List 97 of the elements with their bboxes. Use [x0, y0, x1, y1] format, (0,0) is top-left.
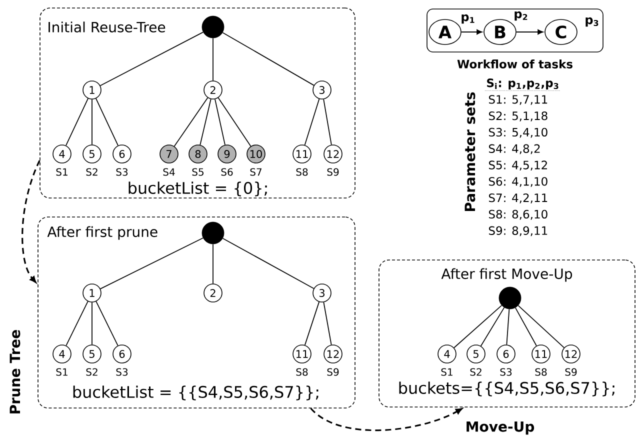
set-label: S1: [56, 368, 68, 376]
tree-node: 11: [532, 344, 550, 364]
parameter-label: p$_{1}$: [462, 14, 474, 24]
tree-node: 4: [52, 144, 72, 164]
dashed-arrow: [22, 160, 40, 283]
tree-node: 12: [324, 144, 342, 164]
edge-label: Prune Tree: [10, 330, 20, 414]
table-row: S4: 4,8,2: [488, 144, 540, 154]
set-label: S6: [221, 168, 233, 176]
set-label: S2: [86, 368, 98, 376]
tree-node: 6: [496, 344, 516, 364]
tree-node: 1: [82, 80, 102, 100]
edge-label: Move-Up: [466, 421, 534, 435]
tree-node: 7: [160, 144, 178, 164]
tree-node: 12: [562, 344, 580, 364]
bucket-list-text: bucketList = {0};: [128, 182, 267, 196]
tree-edge: [323, 98, 332, 146]
arrow: [460, 29, 482, 35]
tree-node: 2: [204, 284, 222, 302]
tree-node: 5: [82, 144, 102, 164]
tree-edge: [323, 302, 332, 346]
tree-edge: [222, 238, 314, 289]
set-label: S1: [56, 168, 68, 176]
tree-node: 9: [218, 144, 236, 164]
set-label: S2: [470, 368, 482, 376]
tree-node: 10: [246, 144, 266, 164]
table-row: S2: 5,1,18: [488, 111, 548, 122]
tree-node: 5: [82, 344, 102, 364]
tree-edge: [100, 32, 204, 86]
set-label: S5: [192, 168, 204, 176]
workflow-caption: Workflow of tasks: [457, 60, 572, 68]
set-label: S8: [296, 168, 308, 176]
tree-edge: [174, 97, 208, 147]
panel-title: Initial Reuse-Tree: [48, 22, 166, 32]
tree-edge: [200, 98, 212, 146]
tree-node: 6: [112, 344, 132, 364]
tree-node: 4: [438, 344, 456, 364]
set-label: S9: [327, 168, 339, 176]
table-row: S7: 4,2,11: [488, 193, 548, 204]
table-row: S5: 4,5,12: [488, 160, 547, 171]
tree-node: 3: [312, 80, 332, 100]
tree-edge: [218, 97, 252, 147]
tree-node: 2: [204, 80, 222, 100]
bucket-list-text: bucketList = {{S4,S5,S6,S7}};: [73, 386, 318, 400]
set-label: S2: [86, 168, 98, 176]
tree-edge: [304, 98, 320, 146]
tree-node: 11: [292, 344, 312, 364]
tree-edge: [96, 98, 118, 146]
tree-node: 4: [52, 344, 72, 364]
tree-edge: [480, 307, 505, 346]
table-row: S3: 5,4,10: [488, 128, 548, 138]
tree-edge: [66, 301, 88, 346]
set-label: S3: [500, 368, 512, 376]
table-header: S$_{i}$: p$_{1}$,p$_{2}$,p$_{3}$: [487, 78, 558, 90]
tree-node: 11: [292, 144, 312, 164]
tree-edge: [514, 307, 537, 346]
tree-edge: [212, 244, 214, 284]
tree-node: 8: [188, 144, 208, 164]
tree-node: 12: [324, 344, 342, 364]
set-label: S3: [116, 168, 128, 176]
set-label: S8: [296, 368, 308, 376]
tree-edge: [66, 98, 88, 146]
tree-edge: [212, 38, 214, 82]
panel-title: After first prune: [47, 226, 158, 240]
bucket-list-text: buckets={{S4,S5,S6,S7}};: [399, 382, 614, 396]
tree-node: 3: [312, 284, 332, 302]
set-label: S9: [327, 368, 339, 376]
tree-node: 5: [466, 344, 486, 364]
table-row: S6: 4,1,10: [488, 177, 548, 187]
tree-edge: [518, 305, 565, 348]
root-node: [498, 286, 522, 310]
table-row: S9: 8,9,11: [488, 226, 548, 236]
tree-edge: [454, 305, 502, 348]
dashed-arrow: [310, 408, 462, 432]
root-node: [202, 222, 224, 244]
table-row: S1: 5,7,11: [488, 95, 548, 105]
panel-title: After first Move-Up: [441, 268, 572, 282]
arrow: [516, 29, 544, 35]
table-row: S8: 8,6,10: [488, 210, 548, 220]
tree-edge: [96, 301, 118, 346]
set-label: S3: [116, 368, 128, 376]
tree-node: 6: [112, 144, 132, 164]
set-label: S9: [565, 368, 577, 376]
tree-edge: [222, 32, 314, 86]
root-node: [202, 16, 224, 38]
tree-edge: [506, 308, 510, 346]
axis-title: Parameter sets: [464, 92, 476, 211]
tree-edge: [214, 98, 226, 146]
set-label: S7: [250, 168, 262, 176]
tree-edge: [304, 301, 320, 346]
set-label: S1: [441, 368, 452, 376]
set-label: S8: [535, 368, 547, 376]
parameter-label: p$_{2}$: [514, 11, 528, 21]
tree-node: 1: [82, 284, 102, 302]
set-label: S4: [163, 168, 175, 176]
parameter-label: p$_{3}$: [586, 17, 598, 27]
tree-edge: [100, 238, 204, 290]
